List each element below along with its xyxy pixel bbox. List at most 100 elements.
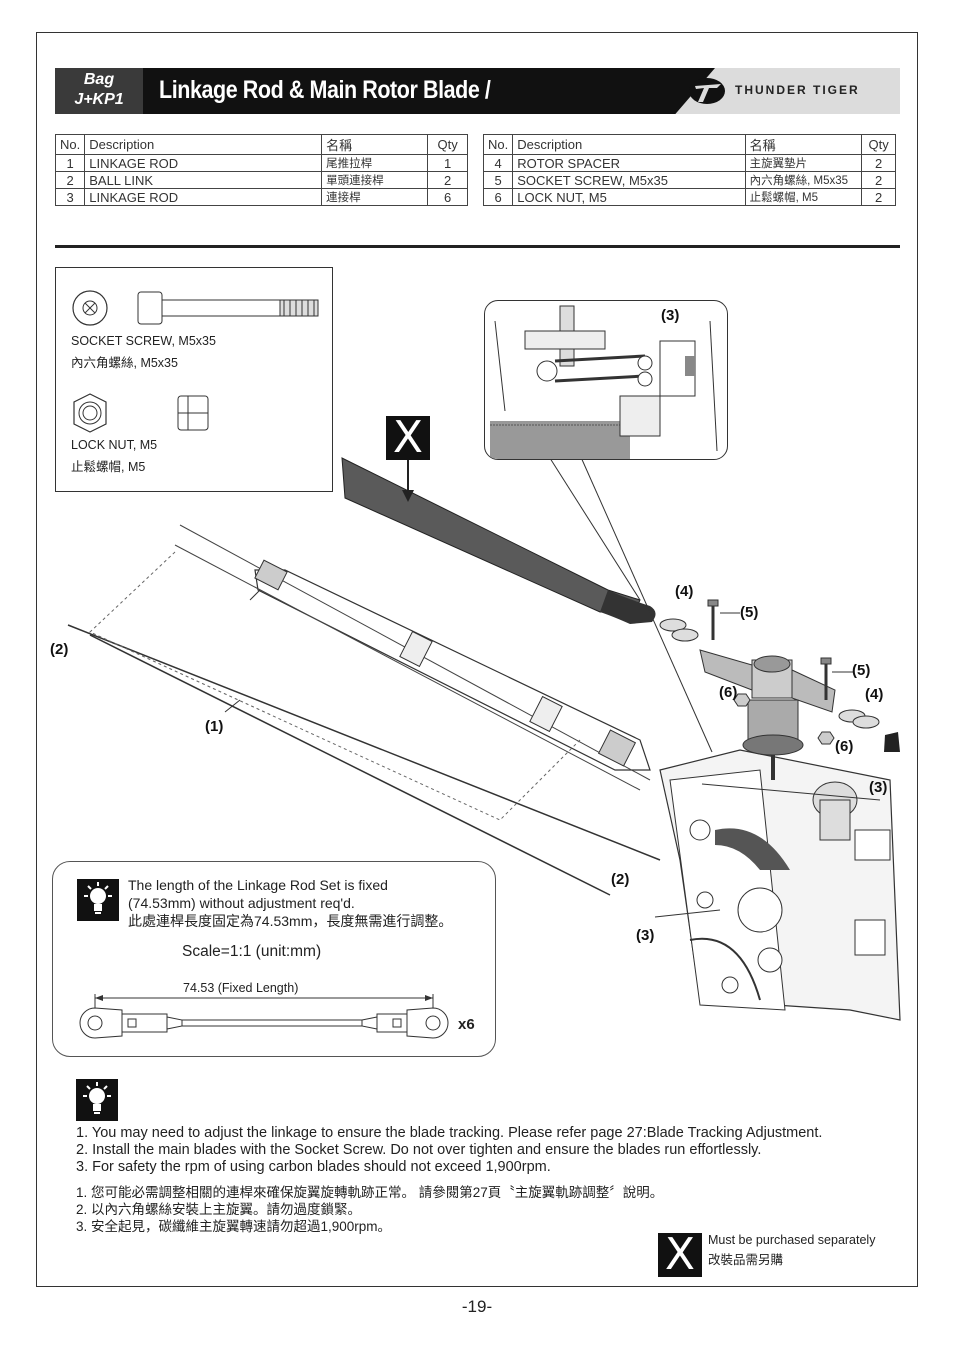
lock-nut-6 bbox=[733, 693, 751, 707]
part-no: 1 bbox=[54, 154, 86, 172]
frame-hole bbox=[737, 887, 783, 933]
part-name-cn: 尾推拉桿 bbox=[321, 154, 429, 172]
detail-ball bbox=[637, 355, 653, 371]
bag-badge: Bag J+KP1 bbox=[55, 68, 143, 114]
nut-label-en: LOCK NUT, M5 bbox=[71, 438, 158, 452]
detail-ball bbox=[536, 360, 558, 382]
tip-icon bbox=[77, 879, 119, 921]
dim-arrow bbox=[425, 995, 433, 1001]
col-qty: Qty bbox=[427, 134, 468, 155]
screw-head bbox=[820, 657, 832, 665]
nut-label-cn: 止鬆螺帽, M5 bbox=[71, 460, 146, 474]
screw-thread bbox=[279, 299, 319, 317]
screw-head bbox=[707, 599, 719, 607]
boom-support bbox=[399, 630, 433, 668]
boom-clamp bbox=[249, 589, 261, 601]
instruction-en-3: 3. For safety the rpm of using carbon bl… bbox=[76, 1159, 551, 1175]
screw-shank bbox=[161, 299, 281, 317]
detail-linkage bbox=[554, 374, 646, 383]
lock-nut-6 bbox=[817, 731, 835, 745]
detail-magnifier bbox=[484, 300, 728, 460]
rotor-spacer-4 bbox=[852, 715, 880, 729]
landing-skid bbox=[689, 937, 761, 1001]
callout-2: (2) bbox=[50, 641, 69, 658]
callout-5: (5) bbox=[740, 604, 759, 621]
bag-code: J+KP1 bbox=[74, 91, 124, 108]
brand-name: THUNDER TIGER bbox=[735, 83, 860, 97]
section-header: Bag J+KP1 Linkage Rod & Main Rotor Blade… bbox=[55, 68, 900, 114]
callout-6: (6) bbox=[835, 738, 854, 755]
part-no: 6 bbox=[482, 188, 514, 206]
servo bbox=[854, 919, 886, 956]
linkage-rod bbox=[89, 634, 611, 896]
callout-3: (3) bbox=[869, 779, 888, 796]
instruction-cn-2: 2. 以內六角螺絲安裝上主旋翼。請勿過度鎖緊。 bbox=[76, 1202, 362, 1217]
tiger-logo-icon bbox=[689, 78, 725, 104]
part-desc: ROTOR SPACER bbox=[512, 154, 746, 172]
servo bbox=[854, 829, 891, 861]
link-taper bbox=[361, 1016, 378, 1030]
part-qty: 1 bbox=[427, 154, 468, 172]
linkage-note-box: The length of the Linkage Rod Set is fix… bbox=[52, 861, 496, 1057]
instruction-en-2: 2. Install the main blades with the Sock… bbox=[76, 1142, 762, 1158]
part-no: 5 bbox=[482, 171, 514, 189]
callout-2: (2) bbox=[611, 871, 630, 888]
instruction-cn-3: 3. 安全起見，碳纖維主旋翼轉速請勿超過1,900rpm。 bbox=[76, 1219, 392, 1234]
rotor-spacer-4 bbox=[671, 628, 699, 642]
legend-x-mark: X bbox=[658, 1233, 702, 1277]
ball-link-hole bbox=[87, 1015, 103, 1031]
part-no: 4 bbox=[482, 154, 514, 172]
col-description: Description bbox=[512, 134, 746, 155]
purchase-note-cn: 改裝品需另購 bbox=[708, 1253, 784, 1267]
boom-clamp-block bbox=[254, 559, 288, 591]
screw-label-cn: 內六角螺絲, M5x35 bbox=[71, 356, 178, 370]
part-name-cn: 連接桿 bbox=[321, 188, 429, 206]
hardware-box: SOCKET SCREW, M5x35 內六角螺絲, M5x35 LOCK NU… bbox=[55, 267, 333, 492]
purchase-separately-mark: X bbox=[386, 416, 430, 460]
callout-4: (4) bbox=[675, 583, 694, 600]
table-row: 6 LOCK NUT, M5 止鬆螺帽, M5 2 bbox=[482, 188, 896, 206]
col-name-cn: 名稱 bbox=[744, 134, 863, 155]
main-gear bbox=[715, 828, 790, 870]
boom-mount bbox=[597, 729, 637, 767]
part-qty: 2 bbox=[861, 188, 896, 206]
col-no: No. bbox=[54, 134, 86, 155]
part-no: 2 bbox=[54, 171, 86, 189]
callout-leader bbox=[224, 699, 241, 713]
detail-frame bbox=[709, 320, 718, 452]
frame-hole bbox=[696, 891, 714, 909]
part-name-cn: 止鬆螺帽, M5 bbox=[744, 188, 863, 206]
brand-logo: THUNDER TIGER bbox=[687, 76, 897, 106]
bag-label: Bag bbox=[83, 71, 115, 88]
dim-arrow bbox=[95, 995, 103, 1001]
detail-washout bbox=[524, 330, 606, 350]
table-row: 5 SOCKET SCREW, M5x35 內六角螺絲, M5x35 2 bbox=[482, 171, 896, 189]
part-desc: LINKAGE ROD bbox=[84, 188, 323, 206]
frame-hole bbox=[689, 819, 711, 841]
boom-edge bbox=[174, 544, 641, 791]
parts-table-left: No. Description 名稱 Qty 1 LINKAGE ROD 尾推拉… bbox=[54, 134, 468, 206]
note-line-1: The length of the Linkage Rod Set is fix… bbox=[128, 877, 388, 893]
part-name-cn: 主旋翼墊片 bbox=[744, 154, 863, 172]
swashplate-ring bbox=[742, 734, 804, 756]
ball-link-body bbox=[376, 1013, 408, 1033]
part-qty: 2 bbox=[861, 171, 896, 189]
threaded-rod bbox=[181, 1019, 363, 1027]
lightbulb-icon bbox=[84, 882, 112, 914]
hex-socket-line bbox=[84, 302, 96, 314]
detail-linkage bbox=[554, 354, 646, 363]
page-number: -19- bbox=[461, 1297, 493, 1316]
page-frame bbox=[36, 32, 918, 1287]
scale-label: Scale=1:1 (unit:mm) bbox=[182, 943, 322, 960]
note-line-2: (74.53mm) without adjustment req'd. bbox=[128, 895, 355, 911]
rotor-spacer-4 bbox=[659, 618, 687, 632]
link-taper bbox=[166, 1016, 183, 1030]
purchase-note-en: Must be purchased separately bbox=[708, 1233, 876, 1247]
part-desc: BALL LINK bbox=[84, 171, 323, 189]
part-no: 3 bbox=[54, 188, 86, 206]
table-row: 2 BALL LINK 單頭連接桿 2 bbox=[54, 171, 468, 189]
instruction-cn-1: 1. 您可能必需調整相關的連桿來確保旋翼旋轉軌跡正常。 請參閱第27頁〝主旋翼軌… bbox=[76, 1185, 664, 1200]
callout-6: (6) bbox=[719, 684, 738, 701]
table-row: 4 ROTOR SPACER 主旋翼墊片 2 bbox=[482, 154, 896, 172]
motor-body bbox=[819, 799, 851, 841]
